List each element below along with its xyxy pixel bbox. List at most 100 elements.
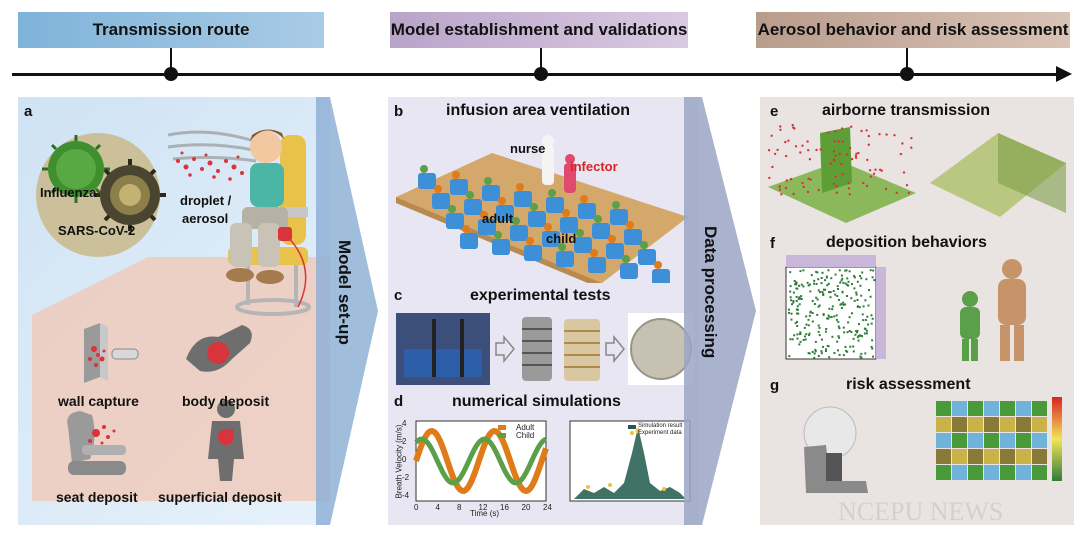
deposit-point bbox=[846, 331, 849, 334]
deposit-point bbox=[868, 289, 870, 292]
deposit-point bbox=[859, 334, 862, 337]
particle bbox=[815, 148, 818, 152]
deposit-point bbox=[822, 288, 825, 291]
particle bbox=[808, 158, 812, 161]
deposit-point bbox=[802, 269, 805, 272]
particle bbox=[834, 175, 837, 178]
risk-cell bbox=[1016, 417, 1031, 432]
risk-cell bbox=[1000, 465, 1015, 480]
deposit-point bbox=[836, 285, 839, 288]
seated-person bbox=[452, 171, 460, 179]
seat bbox=[588, 257, 606, 273]
risk-cell bbox=[936, 401, 951, 416]
particle bbox=[874, 168, 877, 171]
deposit-point bbox=[815, 283, 818, 285]
deposit-point bbox=[807, 318, 810, 321]
deposit-point bbox=[805, 323, 808, 326]
risk-cell bbox=[1016, 465, 1031, 480]
deposit-point bbox=[837, 320, 840, 323]
deposit-point bbox=[865, 332, 868, 335]
seat bbox=[464, 199, 482, 215]
deposit-point bbox=[815, 270, 818, 273]
risk-cell bbox=[952, 401, 967, 416]
deposit-point bbox=[838, 327, 841, 330]
deposit-point bbox=[820, 282, 823, 285]
deposit-point bbox=[819, 291, 821, 294]
deposit-point bbox=[795, 283, 798, 286]
x-tick-label: 0 bbox=[414, 503, 419, 512]
deposit-point bbox=[844, 303, 847, 306]
seated-person bbox=[626, 221, 634, 229]
risk-cell bbox=[952, 449, 967, 464]
x-tick-label: 20 bbox=[521, 503, 531, 512]
deposit-point bbox=[840, 302, 843, 305]
deposit-point bbox=[817, 355, 820, 357]
deposit-point bbox=[793, 334, 796, 337]
particle bbox=[779, 125, 782, 128]
deposit-point bbox=[805, 315, 808, 318]
seat bbox=[542, 231, 560, 247]
particle bbox=[771, 165, 774, 169]
deposit-point bbox=[846, 350, 849, 353]
deposit-point bbox=[833, 315, 836, 318]
y-tick-label: -2 bbox=[402, 473, 410, 482]
particle bbox=[854, 156, 858, 159]
deposit-point bbox=[865, 329, 868, 332]
deposit-point bbox=[871, 276, 874, 279]
deposit-point bbox=[808, 332, 811, 335]
deposit-point bbox=[803, 335, 806, 338]
deposit-point bbox=[860, 277, 863, 280]
superficial-deposit-label: superficial deposit bbox=[158, 489, 282, 505]
deposit-point bbox=[799, 331, 802, 334]
deposit-point bbox=[853, 287, 856, 290]
deposit-point bbox=[870, 345, 873, 348]
risk-cell bbox=[968, 449, 983, 464]
deposit-point bbox=[857, 335, 860, 337]
deposit-point bbox=[797, 297, 800, 300]
deposit-point bbox=[816, 298, 819, 301]
particle bbox=[865, 184, 869, 188]
deposit-point bbox=[814, 348, 817, 351]
risk-cell bbox=[936, 433, 951, 448]
seated-person bbox=[544, 223, 552, 231]
x-tick-label: 8 bbox=[457, 503, 462, 512]
x-axis-label: Time (s) bbox=[470, 509, 500, 518]
risk-cell bbox=[1000, 449, 1015, 464]
deposit-point bbox=[798, 284, 801, 287]
deposit-point bbox=[790, 312, 793, 315]
particle bbox=[899, 152, 903, 156]
deposit-point bbox=[820, 350, 823, 353]
risk-cell bbox=[968, 465, 983, 480]
deposit-point bbox=[856, 329, 859, 332]
deposit-point bbox=[796, 312, 798, 315]
deposit-point bbox=[817, 289, 820, 292]
deposit-point bbox=[841, 277, 844, 280]
deposit-point bbox=[799, 340, 802, 343]
particle bbox=[835, 184, 838, 188]
particle bbox=[867, 143, 870, 146]
panel-a-illustration bbox=[32, 129, 330, 501]
deposit-point bbox=[816, 271, 819, 274]
deposit-point bbox=[813, 303, 816, 305]
deposit-point bbox=[816, 313, 819, 316]
particle bbox=[827, 131, 830, 134]
deposit-point bbox=[813, 356, 816, 359]
deposit-point bbox=[822, 292, 825, 295]
particle bbox=[834, 154, 837, 157]
deposit-point bbox=[843, 331, 846, 334]
deposit-point bbox=[811, 350, 814, 353]
deposit-point bbox=[846, 295, 848, 297]
deposit-point bbox=[799, 270, 802, 273]
deposit-point bbox=[834, 273, 837, 276]
deposit-point bbox=[862, 305, 865, 308]
deposit-point bbox=[838, 269, 841, 272]
particle bbox=[855, 152, 858, 155]
data-processing-label: Data processing bbox=[701, 226, 720, 359]
particle bbox=[789, 177, 793, 181]
particle bbox=[829, 162, 833, 165]
risk-cell bbox=[984, 449, 999, 464]
deposit-point bbox=[799, 332, 802, 335]
watermark: NCEPU NEWS bbox=[838, 497, 1004, 526]
sars-cov-2-virus-icon bbox=[94, 159, 166, 231]
seat-rows bbox=[418, 165, 670, 283]
